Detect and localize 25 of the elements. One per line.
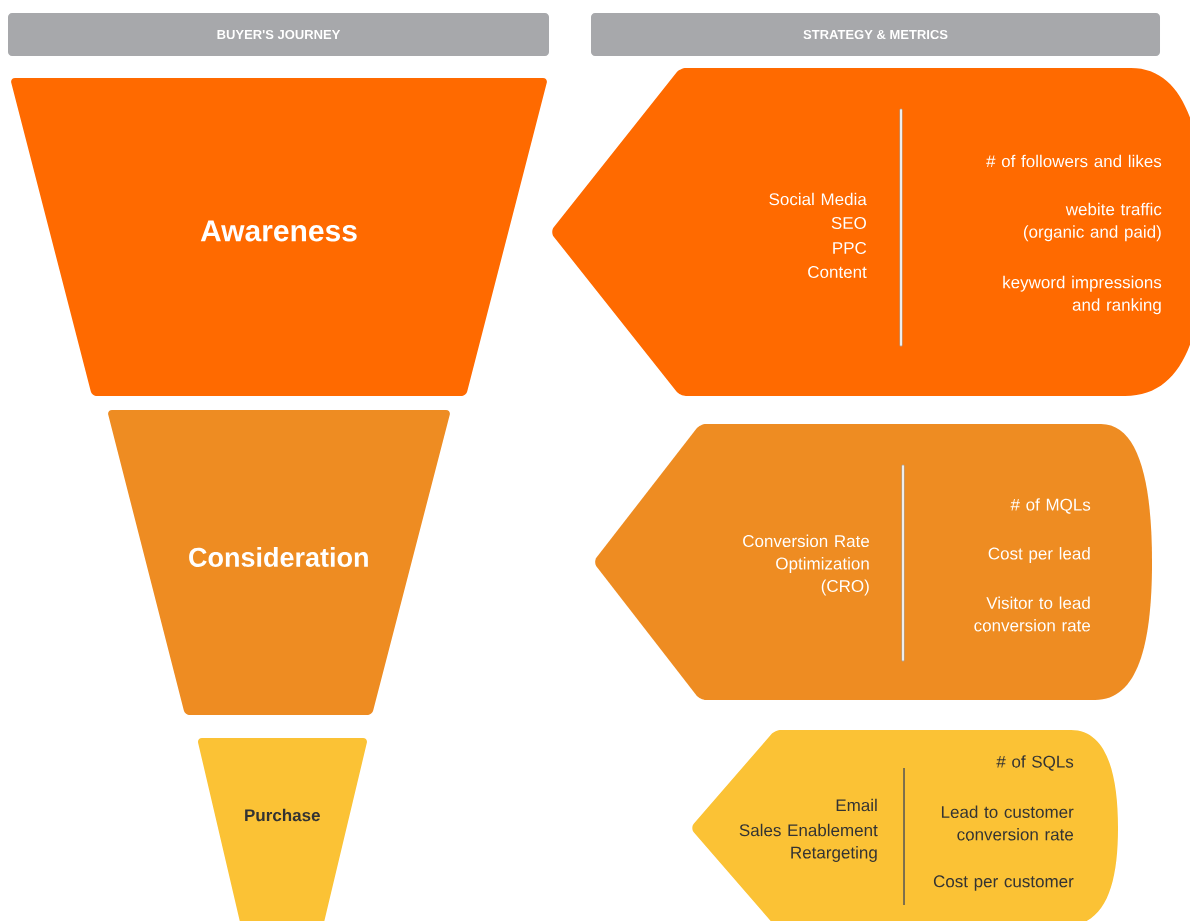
list-item: Cost per lead xyxy=(988,547,1090,563)
header-bar: STRATEGY & METRICS xyxy=(591,13,1160,56)
list-item: PPC xyxy=(833,242,867,255)
list-item: SEO xyxy=(831,217,866,230)
list-item: Cost per customer xyxy=(933,875,1074,891)
strategy-panel xyxy=(552,68,1190,396)
list-item: Lead to customer conversion rate xyxy=(941,805,1074,841)
list-item: Sales Enablement xyxy=(739,823,878,837)
list-item: Visitor to lead conversion rate xyxy=(974,596,1091,632)
funnel-stage: Consideration xyxy=(108,410,450,715)
list-item: # of SQLs xyxy=(996,755,1074,771)
list-item: # of followers and likes xyxy=(986,154,1162,168)
list-item: # of MQLs xyxy=(1010,498,1091,514)
list-item: keyword impressions and ranking xyxy=(1003,275,1162,315)
list-item: Retargeting xyxy=(791,846,877,862)
list-item: Email xyxy=(836,798,877,812)
strategy-panel xyxy=(692,730,1118,921)
list-item: webite traffic (organic and paid) xyxy=(1023,202,1162,242)
header-bar: BUYER'S JOURNEY xyxy=(8,13,549,56)
list-item: Conversion Rate Optimization (CRO) xyxy=(743,534,870,596)
funnel-stage: Purchase xyxy=(198,738,367,921)
strategy-panel xyxy=(595,424,1152,700)
funnel-stage: Awareness xyxy=(11,78,547,396)
list-item: Content xyxy=(808,266,867,279)
list-item: Social Media xyxy=(769,192,867,206)
